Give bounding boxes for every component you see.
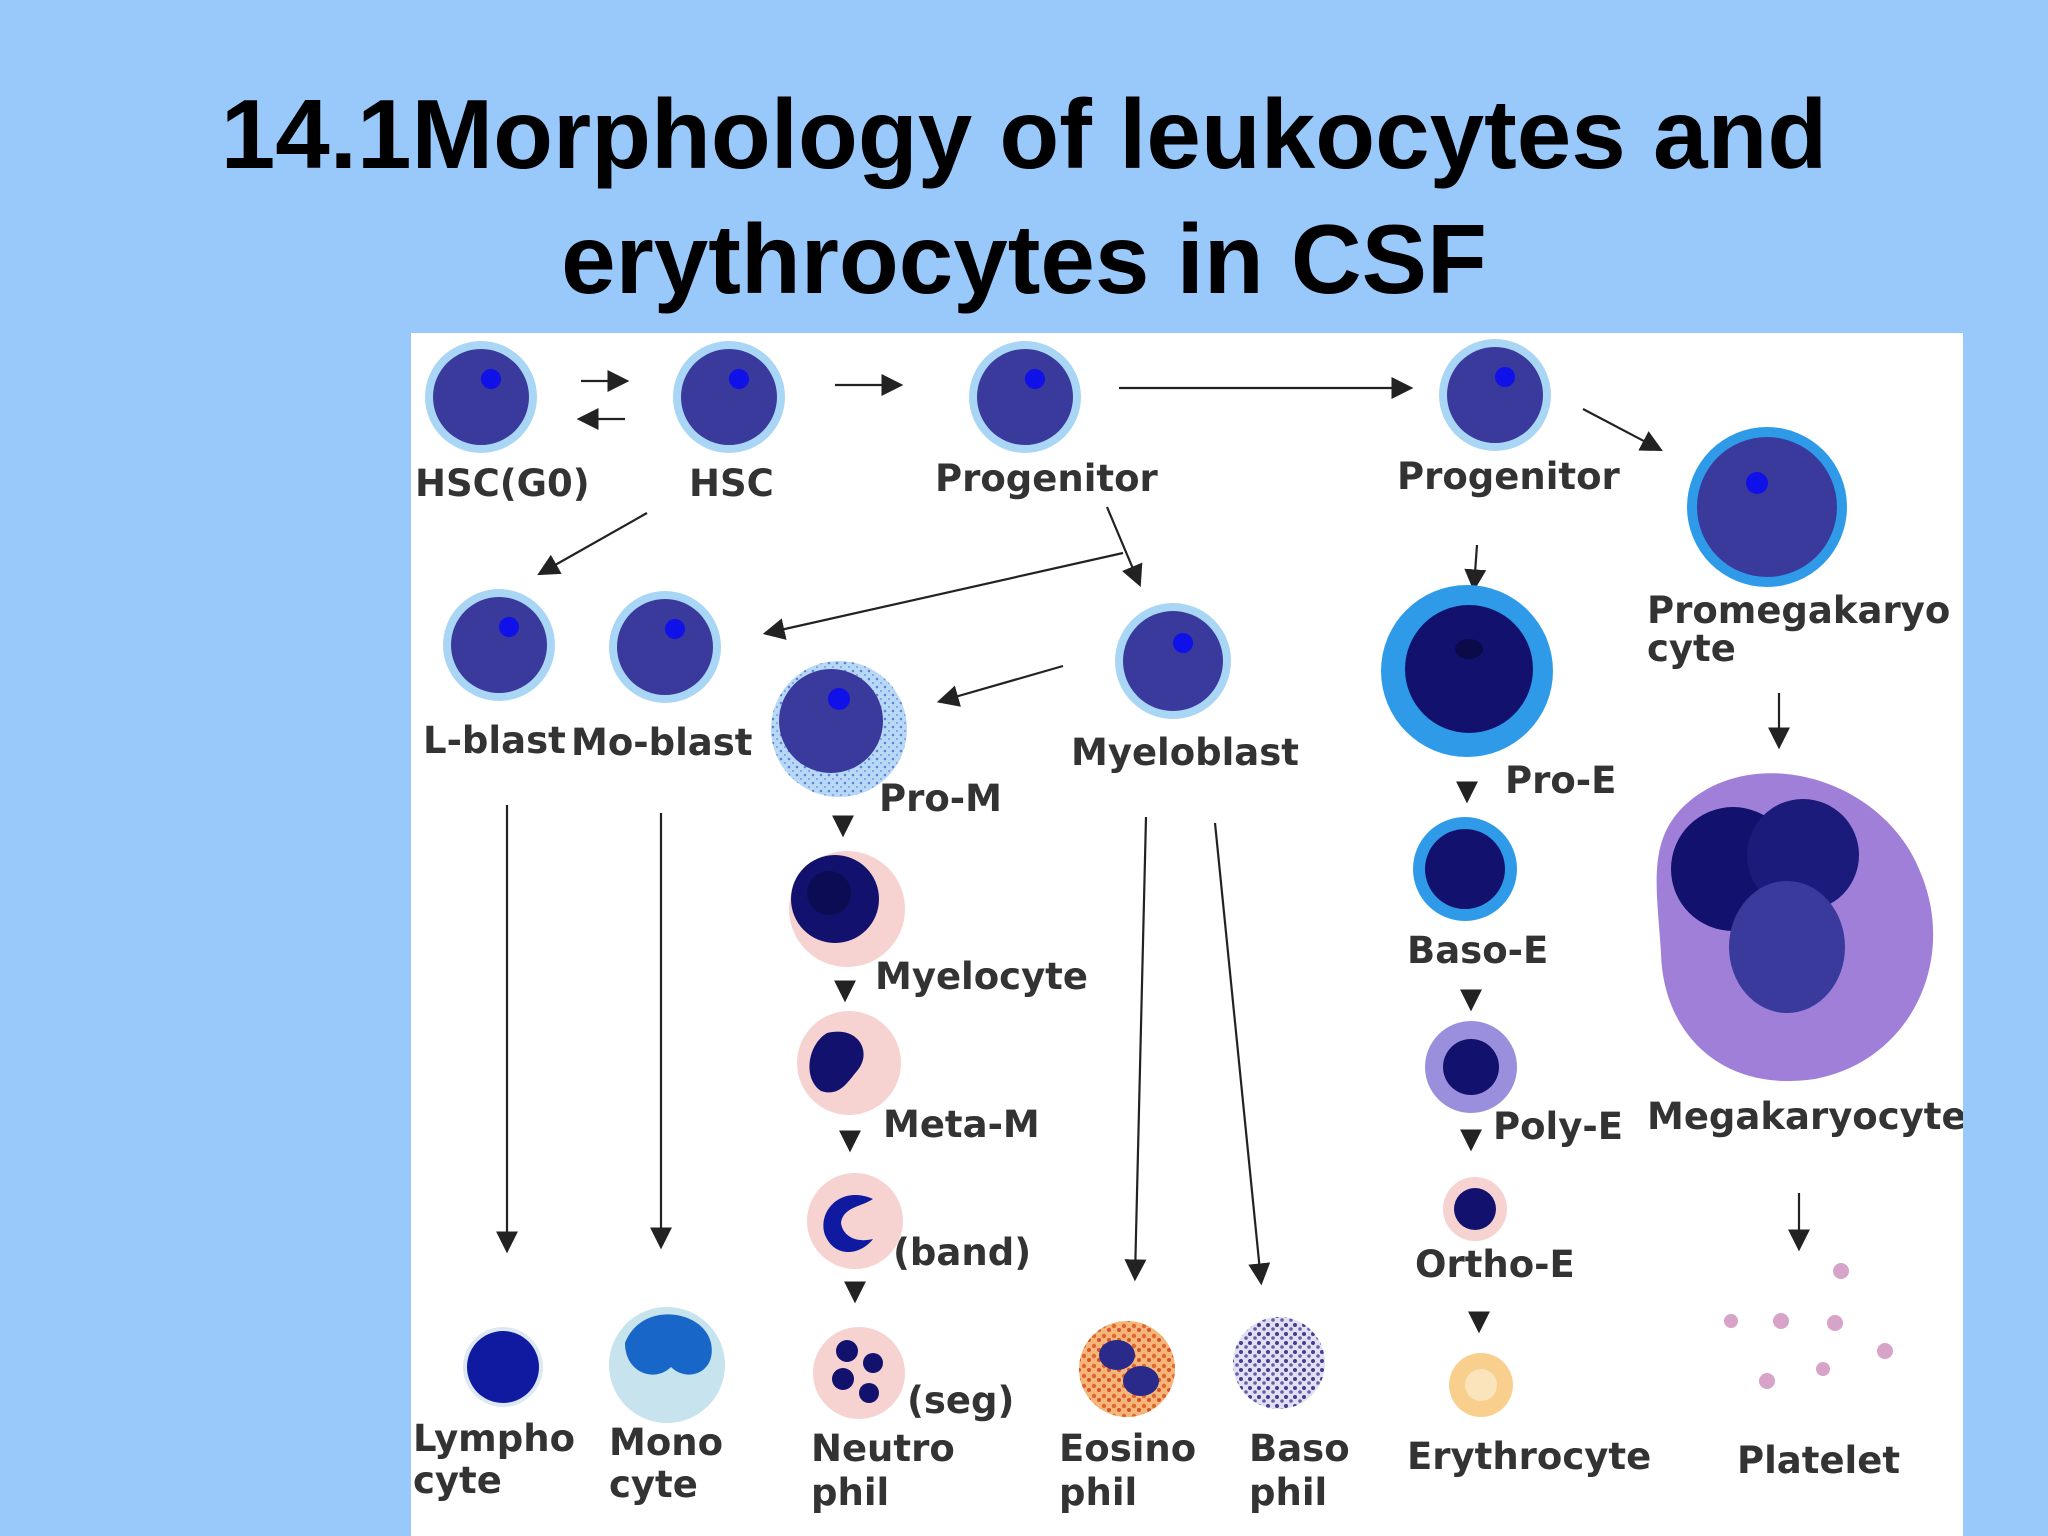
label-pro-m: Pro-M: [879, 777, 1002, 820]
label-band: (band): [893, 1231, 1031, 1274]
slide-title: 14.1Morphology of leukocytes and erythro…: [0, 72, 2048, 322]
arrow-to-proe: [1464, 544, 1487, 592]
metamyelocyte-cell: [797, 1011, 901, 1115]
label-promegakaryocyte-1: Promegakaryo: [1647, 589, 1950, 632]
myelocyte-cell: [789, 851, 905, 967]
eosinophil-cell: [1079, 1321, 1175, 1417]
label-eosinophil-1: Eosino: [1059, 1427, 1196, 1470]
label-erythrocyte: Erythrocyte: [1407, 1435, 1651, 1478]
label-pro-e: Pro-E: [1505, 759, 1616, 802]
arrow-to-moblast: [762, 551, 1124, 640]
lblast-cell: [443, 589, 555, 701]
arrow-to-myeloblast: [1105, 506, 1143, 588]
band-cell: [807, 1173, 903, 1269]
erythroid-progenitor-cell: [1439, 339, 1551, 451]
myeloid-progenitor-cell: [969, 341, 1081, 453]
basophilic-erythroblast-cell: [1413, 817, 1517, 921]
label-myelocyte: Myelocyte: [875, 955, 1088, 998]
lymphocyte-cell: [463, 1327, 543, 1407]
label-poly-e: Poly-E: [1493, 1105, 1623, 1148]
label-basophil-1: Baso: [1249, 1427, 1350, 1470]
hematopoiesis-diagram: HSC(G0) HSC Progenitor Progenitor Promeg…: [411, 333, 1963, 1536]
hsc-g0-cell: [425, 341, 537, 453]
label-lblast: L-blast: [423, 719, 566, 762]
label-promegakaryocyte-2: cyte: [1647, 627, 1736, 670]
label-meta-m: Meta-M: [883, 1103, 1040, 1146]
label-neutrophil-2: phil: [811, 1471, 889, 1514]
arrow-to-promegakaryocyte: [1582, 408, 1663, 452]
lineage-arrows: [496, 370, 1810, 1334]
label-eosinophil-2: phil: [1059, 1471, 1137, 1514]
slide-title-line-1: 14.1Morphology of leukocytes and: [220, 79, 1828, 189]
slide-title-line-2: erythrocytes in CSF: [561, 204, 1487, 314]
label-progenitor-erythroid: Progenitor: [1397, 455, 1620, 498]
monocyte-cell: [609, 1307, 725, 1423]
arrow-to-eosinophil: [1124, 816, 1148, 1282]
label-seg: (seg): [907, 1379, 1014, 1422]
label-neutrophil-1: Neutro: [811, 1427, 955, 1470]
erythrocyte-cell: [1449, 1353, 1513, 1417]
myeloblast-cell: [1115, 603, 1231, 719]
label-monocyte-1: Mono: [609, 1421, 723, 1464]
promyelocyte-cell: [771, 661, 907, 797]
label-hsc: HSC: [689, 462, 774, 505]
label-megakaryocyte: Megakaryocyte: [1647, 1095, 1963, 1138]
hsc-cell: [673, 341, 785, 453]
label-hsc-g0: HSC(G0): [415, 462, 590, 505]
polychromatic-erythroblast-cell: [1425, 1021, 1517, 1113]
basophil-cell: [1233, 1317, 1325, 1409]
arrow-hsc-to-lblast: [537, 512, 648, 576]
promegakaryocyte-cell: [1687, 427, 1847, 587]
moblast-cell: [609, 591, 721, 703]
hematopoiesis-diagram-svg: HSC(G0) HSC Progenitor Progenitor Promeg…: [413, 339, 1963, 1514]
label-progenitor-myeloid: Progenitor: [935, 457, 1158, 500]
label-lymphocyte-1: Lympho: [413, 1417, 575, 1460]
label-baso-e: Baso-E: [1407, 929, 1548, 972]
pro-erythroblast-cell: [1381, 585, 1553, 757]
label-ortho-e: Ortho-E: [1415, 1243, 1575, 1286]
arrow-myeloblast-to-prom: [936, 664, 1064, 707]
megakaryocyte-cell: [1656, 773, 1934, 1082]
label-moblast: Mo-blast: [571, 721, 752, 764]
label-basophil-2: phil: [1249, 1471, 1327, 1514]
label-lymphocyte-2: cyte: [413, 1459, 502, 1502]
label-platelet: Platelet: [1737, 1439, 1900, 1482]
orthochromatic-erythroblast-cell: [1443, 1177, 1507, 1241]
neutrophil-cell: [813, 1327, 905, 1419]
platelets: [1724, 1263, 1893, 1389]
label-monocyte-2: cyte: [609, 1463, 698, 1506]
arrow-to-basophil: [1213, 822, 1271, 1286]
label-myeloblast: Myeloblast: [1071, 731, 1299, 774]
